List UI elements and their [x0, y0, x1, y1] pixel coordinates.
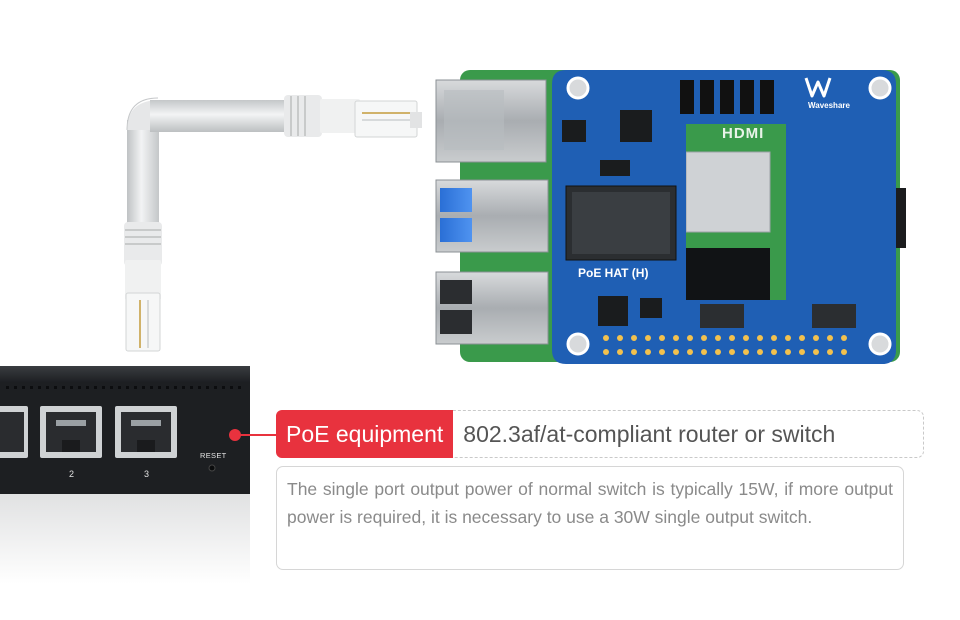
- ethernet-cable: [124, 95, 422, 352]
- callout-description: The single port output power of normal s…: [276, 466, 904, 570]
- callout-subtitle: 802.3af/at-compliant router or switch: [463, 420, 836, 447]
- switch-reset-label: RESET: [200, 451, 227, 460]
- switch-port-number-2: 2: [69, 469, 75, 479]
- callout-header: PoE equipment 802.3af/at-compliant route…: [276, 410, 924, 458]
- callout-dot: [229, 429, 241, 441]
- poe-hat-board: [552, 70, 896, 364]
- switch-port-number-3: 3: [144, 469, 150, 479]
- callout-line: [240, 434, 276, 436]
- network-switch: [0, 366, 250, 584]
- hdmi-silkscreen: HDMI: [722, 125, 765, 142]
- poe-hat-label: PoE HAT (H): [578, 266, 649, 280]
- waveshare-brand-label: Waveshare: [808, 101, 850, 110]
- poe-equipment-tag: PoE equipment: [276, 410, 454, 458]
